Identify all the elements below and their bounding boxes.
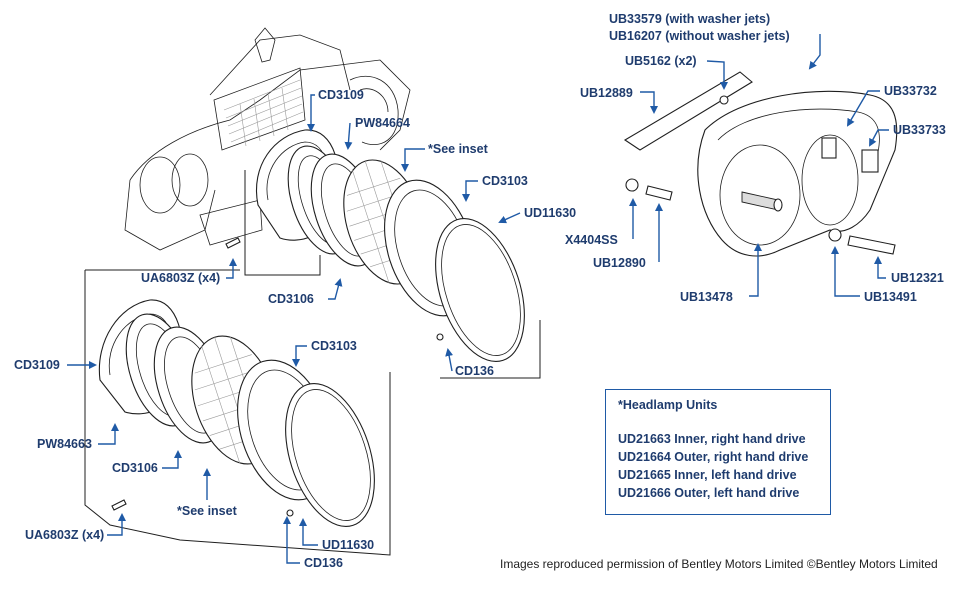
bottom-headlamp-assembly — [98, 299, 375, 528]
label-cd3106-top: CD3106 — [268, 292, 314, 306]
ub33579-panel — [697, 90, 898, 257]
label-ub12321: UB12321 — [891, 271, 944, 285]
label-ub16207: UB16207 (without washer jets) — [609, 29, 790, 43]
label-ua6803z-bottom: UA6803Z (x4) — [25, 528, 104, 542]
inset-title: *Headlamp Units — [618, 398, 718, 412]
ub33732-switch — [821, 137, 837, 159]
label-ub33732: UB33732 — [884, 84, 937, 98]
top-group-bracket — [85, 269, 541, 379]
label-cd3109-top: CD3109 — [318, 88, 364, 102]
inset-row: UD21666 Outer, left hand drive — [618, 486, 800, 500]
label-pw84663: PW84663 — [37, 437, 92, 451]
inset-row: UD21664 Outer, right hand drive — [618, 450, 809, 464]
label-cd3103-bottom: CD3103 — [311, 339, 357, 353]
label-ub5162: UB5162 (x2) — [625, 54, 697, 68]
label-see-inset-bottom: *See inset — [177, 504, 238, 518]
ub12321-bolt — [847, 235, 896, 255]
label-cd3103-top: CD3103 — [482, 174, 528, 188]
inset-row: UD21665 Inner, left hand drive — [618, 468, 797, 482]
label-pw84664: PW84664 — [355, 116, 410, 130]
ub13491-washer — [828, 228, 842, 242]
car-front-sketch — [124, 27, 411, 251]
part-labels: UB33579 (with washer jets) UB16207 (with… — [14, 12, 946, 570]
ub33733-switch — [861, 149, 879, 173]
label-ub13491: UB13491 — [864, 290, 917, 304]
bottom-group-bracket — [84, 270, 391, 556]
label-see-inset-top: *See inset — [428, 142, 489, 156]
ud11630-top-bezel — [435, 217, 525, 363]
label-ub33579: UB33579 (with washer jets) — [609, 12, 770, 26]
headlamp-units-inset: *Headlamp Units UD21663 Inner, right han… — [605, 389, 831, 515]
label-ud11630-top: UD11630 — [524, 206, 576, 220]
label-cd3106-bottom: CD3106 — [112, 461, 158, 475]
label-ua6803z-top: UA6803Z (x4) — [141, 271, 220, 285]
ub12889-strip — [623, 71, 753, 151]
inset-row: UD21663 Inner, right hand drive — [618, 432, 806, 446]
label-ub33733: UB33733 — [893, 123, 946, 137]
label-ub12889: UB12889 — [580, 86, 633, 100]
ud11630-bottom-bezel — [285, 382, 375, 528]
label-cd3109-bottom: CD3109 — [14, 358, 60, 372]
top-headlamp-assembly — [225, 129, 525, 363]
label-cd136-top: CD136 — [455, 364, 494, 378]
x4404ss-washer — [625, 178, 639, 192]
label-ud11630-bottom: UD11630 — [322, 538, 374, 552]
ub5162-grommet — [719, 95, 729, 105]
copyright-credit: Images reproduced permission of Bentley … — [500, 557, 938, 571]
label-ub13478: UB13478 — [680, 290, 733, 304]
rear-panel-assembly — [623, 71, 898, 257]
ub12890-jet — [645, 185, 673, 201]
label-cd136-bottom: CD136 — [304, 556, 343, 570]
label-x4404ss: X4404SS — [565, 233, 618, 247]
label-ub12890: UB12890 — [593, 256, 646, 270]
leader-lines — [67, 34, 889, 564]
